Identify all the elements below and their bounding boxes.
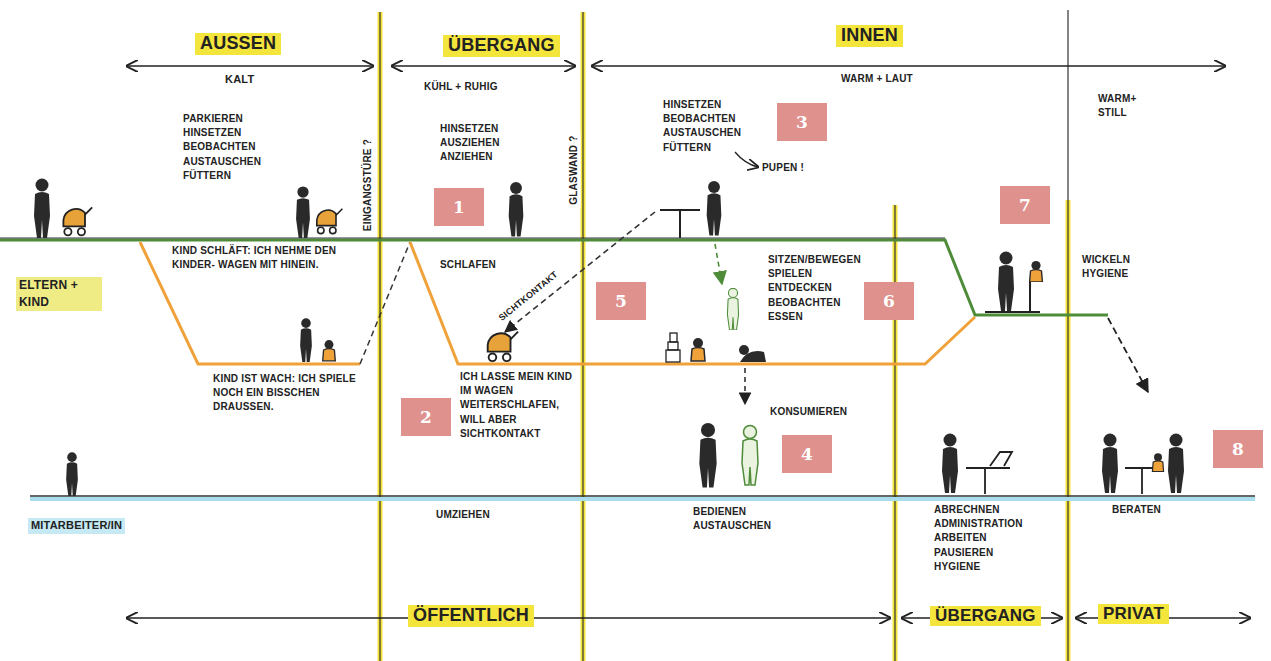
zone-heading: INNEN: [836, 25, 903, 47]
parent-figure: [34, 179, 50, 239]
zone-divider: [893, 205, 898, 661]
journey-line: [1108, 318, 1148, 392]
callout-number: 7: [1000, 186, 1050, 224]
stroller: [63, 207, 92, 235]
wall-label: GLASWAND ?: [566, 132, 580, 207]
scenario-note: KIND SCHLÄFT: ICH NEHME DEN KINDER- WAGE…: [172, 244, 354, 272]
callout-text: 4: [801, 446, 813, 463]
callout-text: 8: [1232, 441, 1244, 458]
range-arrow: [592, 65, 1225, 66]
zone-heading: ÜBERGANG: [930, 606, 1041, 626]
climate-note: KÜHL + RUHIG: [424, 80, 498, 94]
zone-divider: [378, 12, 383, 661]
child-figure: [323, 340, 336, 361]
lane-label: MITARBEITER/IN: [28, 518, 125, 534]
staff-line: [30, 495, 1255, 497]
callout-number: 5: [596, 282, 646, 320]
zone-divider: [581, 12, 586, 661]
guest-figure: [742, 426, 758, 486]
activity-label: SCHLAFEN: [440, 258, 496, 272]
journey-line: [0, 238, 945, 239]
journey-line: [360, 242, 410, 364]
callout-text: 1: [453, 199, 465, 216]
callout-number: 3: [777, 103, 827, 141]
callout-number: 1: [434, 188, 484, 226]
range-arrow: [392, 65, 575, 66]
range-arrow: [127, 65, 373, 66]
staff-figure: [1102, 434, 1118, 494]
toy-block: [668, 342, 678, 350]
activity-list: PARKIEREN HINSETZEN BEOBACHTEN AUSTAUSCH…: [183, 112, 261, 183]
activity-list: HINSETZEN AUSZIEHEN ANZIEHEN: [440, 122, 500, 165]
callout-text: 2: [420, 409, 432, 426]
table: [660, 210, 700, 238]
note-arrow: [735, 152, 758, 167]
sight-label: SICHTKONTAKT: [493, 266, 562, 325]
zone-divider: [1067, 10, 1068, 661]
activity-label: BERATEN: [1112, 503, 1161, 517]
parent-figure: [998, 252, 1014, 312]
move-arrow: [744, 368, 746, 404]
parent-figure: [300, 318, 312, 362]
child-figure: [1152, 453, 1163, 471]
callout-text: 5: [615, 293, 627, 310]
parent-figure: [707, 181, 722, 236]
callout-text: 3: [796, 114, 808, 131]
staff-figure: [66, 452, 78, 496]
desk-laptop: [966, 452, 1012, 494]
callout-number: 6: [864, 282, 914, 320]
zone-heading: ÖFFENTLICH: [408, 605, 534, 627]
toy-block: [670, 333, 677, 342]
callout-text: 6: [883, 293, 895, 310]
journey-line: [140, 242, 360, 364]
moving-parent-figure: [727, 288, 738, 330]
zone-divider: [894, 205, 895, 661]
stroller: [488, 332, 518, 361]
parent-figure: [296, 186, 310, 238]
zone-heading: ÜBERGANG: [443, 35, 560, 57]
stroller: [317, 209, 343, 234]
callout-number: 4: [782, 435, 832, 473]
activity-note: PUPEN !: [762, 161, 804, 175]
journey-line: [410, 242, 975, 364]
parent-figure: [1168, 434, 1184, 494]
staff-line: [30, 497, 1255, 501]
zone-divider: [582, 12, 583, 661]
callout-text: 7: [1019, 197, 1031, 214]
sight-arrow: [505, 212, 655, 332]
activity-list: SITZEN/BEWEGEN SPIELEN ENTDECKEN BEOBACH…: [768, 253, 861, 324]
climate-note: WARM + LAUT: [838, 72, 916, 86]
climate-note: WARM+ STILL: [1098, 92, 1137, 120]
child-figure: [1030, 261, 1043, 282]
scenario-note: KIND IST WACH: ICH SPIELE NOCH EIN BISSC…: [213, 372, 363, 415]
scenario-note: ICH LASSE MEIN KIND IM WAGEN WEITERSCHLA…: [460, 370, 582, 441]
move-arrow: [715, 244, 722, 284]
activity-list: WICKELN HYGIENE: [1082, 253, 1130, 281]
callout-number: 8: [1213, 430, 1263, 468]
staff-figure: [699, 423, 716, 487]
parent-figure: [509, 182, 524, 237]
zone-heading: AUSSEN: [195, 33, 281, 55]
crawling-child-head: [739, 345, 749, 355]
climate-note: KALT: [222, 72, 257, 88]
activity-label: UMZIEHEN: [436, 508, 490, 522]
activity-list: BEDIENEN AUSTAUSCHEN: [693, 505, 771, 533]
activity-list: HINSETZEN BEOBACHTEN AUSTAUSCHEN FÜTTERN: [663, 98, 741, 155]
zone-heading: PRIVAT: [1098, 604, 1169, 624]
toy-block: [666, 350, 680, 362]
activity-label: KONSUMIEREN: [770, 405, 847, 419]
staff-figure: [942, 434, 958, 494]
callout-number: 2: [401, 398, 451, 436]
wall-label: EINGANGSTÜRE ?: [361, 136, 375, 234]
activity-list: ABRECHNEN ADMINISTRATION ARBEITEN PAUSIE…: [934, 503, 1023, 574]
zone-divider: [379, 12, 380, 661]
lane-label: ELTERN + KIND: [16, 277, 102, 311]
child-figure: [691, 338, 705, 361]
